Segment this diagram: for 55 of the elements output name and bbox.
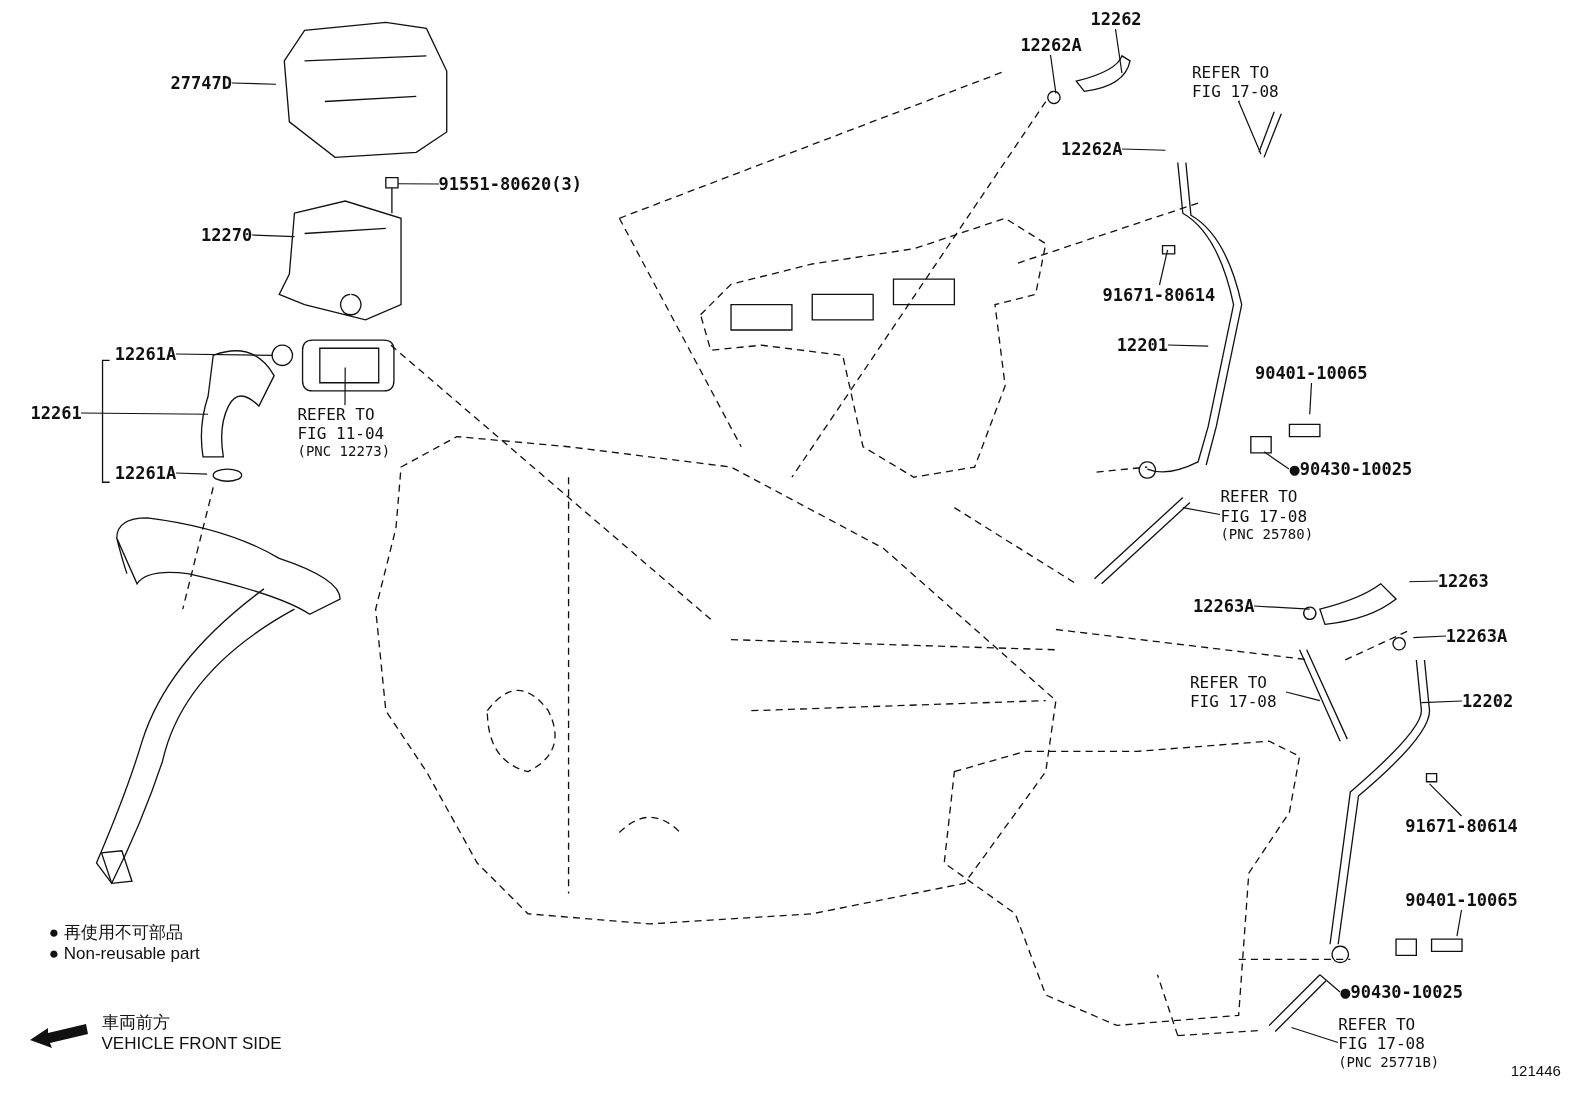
callout-label: 12263A: [1445, 626, 1508, 647]
callout-label: 12263A: [1192, 595, 1255, 617]
callout-label: 12201: [1116, 335, 1168, 356]
callout-label: 91551-80620(3): [438, 173, 582, 194]
callout-label: ●90430-10025: [1289, 458, 1413, 480]
leader-line: [1253, 605, 1311, 610]
callout-label: REFER TO FIG 17-08 (PNC 25771B): [1338, 1015, 1435, 1071]
callout-label: 12262A: [1020, 34, 1082, 55]
callout-label: REFER TO FIG 11-04 (PNC 12273): [297, 405, 394, 461]
leader-line: [251, 234, 296, 238]
callout-label: 12263: [1437, 570, 1489, 591]
leader-line: [1285, 691, 1321, 702]
callout-label: 91671-80614: [1102, 285, 1216, 306]
callout-label: 12262: [1090, 9, 1142, 30]
leader-line: [1408, 580, 1439, 583]
leader-line: [1420, 700, 1463, 704]
leader-line: [1182, 507, 1221, 516]
callout-label: 12261A: [114, 344, 177, 365]
leader-line: [1237, 100, 1262, 155]
leader-line: [1167, 344, 1209, 347]
leader-line: [1121, 148, 1167, 151]
callout-label: 90401-10065: [1254, 363, 1368, 384]
callout-label: 12270: [201, 225, 253, 246]
callout-label: REFER TO FIG 17-08: [1189, 673, 1287, 712]
leader-line: [1456, 909, 1463, 937]
callout-label: 12262A: [1061, 139, 1123, 160]
callout-label: 90401-10065: [1405, 890, 1518, 911]
leader-line: [1158, 249, 1169, 286]
figure-number: 121446: [1510, 1062, 1561, 1079]
callout-label: 91671-80614: [1405, 816, 1518, 837]
leader-line: [344, 366, 346, 406]
note-text: ● Non-reusable part: [48, 944, 200, 965]
leader-line: [1263, 451, 1290, 470]
callout-label: 12261: [30, 403, 82, 424]
leader-line: [397, 183, 440, 185]
callout-label: 12202: [1462, 691, 1514, 712]
leader-line: [175, 353, 273, 356]
callout-label: 27747D: [170, 73, 232, 94]
callout-label: 12261A: [114, 462, 177, 484]
note-text: VEHICLE FRONT SIDE: [101, 1033, 282, 1054]
note-text: 車両前方: [101, 1012, 170, 1035]
leader-line: [1290, 1026, 1339, 1044]
leader-line: [231, 82, 277, 85]
callout-label: REFER TO FIG 17-08: [1191, 62, 1289, 102]
callout-label: REFER TO FIG 17-08 (PNC 25780): [1220, 487, 1317, 543]
note-text: ● 再使用不可部品: [48, 921, 183, 944]
leader-line: [1428, 783, 1463, 817]
leader-line: [80, 412, 209, 415]
callout-label: ●90430-10025: [1340, 981, 1463, 1003]
leader-line: [1114, 28, 1123, 74]
leader-line: [175, 472, 208, 475]
leader-line: [1412, 635, 1447, 639]
leader-line: [1309, 382, 1313, 415]
leader-line: [1049, 54, 1057, 94]
leader-line: [1319, 974, 1341, 993]
